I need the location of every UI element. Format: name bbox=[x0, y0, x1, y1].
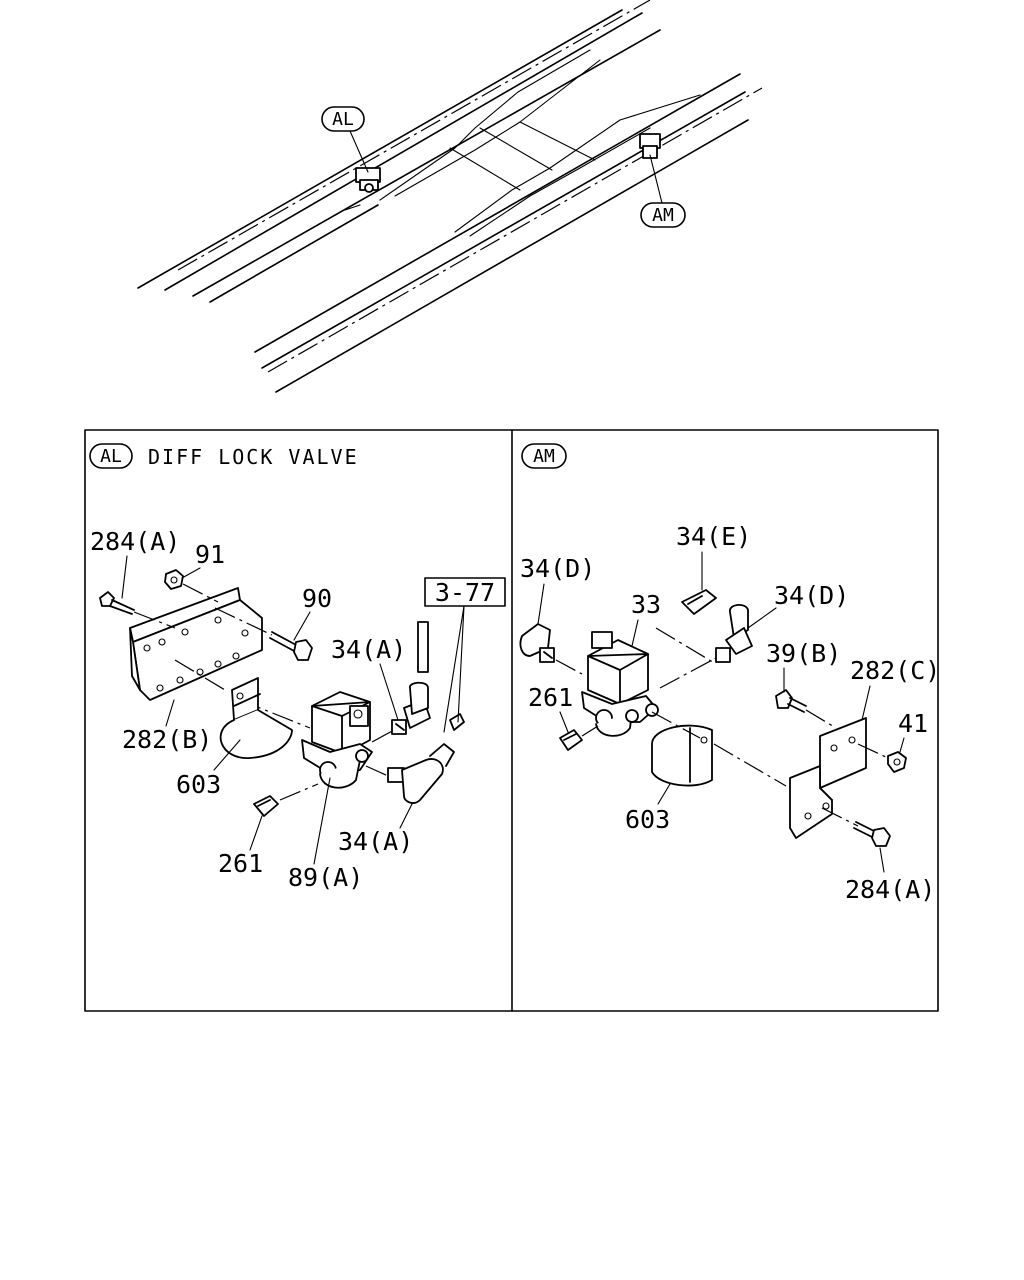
panel-al-badge: AL bbox=[89, 443, 133, 469]
tube-3-77 bbox=[417, 621, 429, 673]
valve-body-al bbox=[301, 691, 373, 789]
label-91: 91 bbox=[195, 540, 225, 569]
plug-261 bbox=[253, 783, 319, 817]
label-90: 90 bbox=[302, 584, 332, 613]
label-603-am: 603 bbox=[625, 805, 670, 834]
label-261: 261 bbox=[218, 849, 263, 878]
nut-41 bbox=[857, 743, 907, 773]
svg-text:AL: AL bbox=[100, 446, 122, 467]
bolt-39b bbox=[775, 689, 837, 729]
panel-al: AL DIFF LOCK VALVE bbox=[89, 443, 506, 892]
label-261-am: 261 bbox=[528, 683, 573, 712]
panel-al-title: DIFF LOCK VALVE bbox=[148, 445, 359, 469]
callout-al[interactable]: AL bbox=[321, 106, 369, 173]
chassis-frame-overview: AL AM bbox=[137, 0, 763, 393]
label-39b: 39(B) bbox=[766, 639, 841, 668]
label-284a-am: 284(A) bbox=[845, 875, 935, 904]
fitting-34d-left bbox=[519, 623, 583, 675]
svg-text:AM: AM bbox=[533, 446, 555, 467]
frame-valve-al bbox=[355, 167, 381, 193]
label-41: 41 bbox=[898, 709, 928, 738]
ref-box-3-77[interactable]: 3-77 bbox=[424, 577, 506, 733]
label-34d-left: 34(D) bbox=[520, 554, 595, 583]
bolt-284a bbox=[99, 591, 176, 629]
bracket-282c bbox=[789, 717, 867, 839]
clamp-603 bbox=[219, 677, 293, 759]
label-34a-lower: 34(A) bbox=[338, 827, 413, 856]
bracket-282b bbox=[129, 587, 263, 701]
fitting-34d-right bbox=[659, 604, 753, 689]
panel-am: AM bbox=[519, 443, 940, 904]
label-33: 33 bbox=[631, 590, 661, 619]
svg-text:AL: AL bbox=[332, 109, 354, 130]
plug-261-am bbox=[559, 725, 599, 751]
label-34a-upper: 34(A) bbox=[331, 635, 406, 664]
bolt-284a-am bbox=[821, 807, 891, 847]
fitting-34a-upper bbox=[371, 681, 431, 743]
label-603: 603 bbox=[176, 770, 221, 799]
label-89a: 89(A) bbox=[288, 863, 363, 892]
fitting-34a-lower bbox=[365, 713, 465, 804]
panel-am-badge: AM bbox=[521, 443, 567, 469]
label-34d-right: 34(D) bbox=[774, 581, 849, 610]
svg-text:AM: AM bbox=[652, 205, 674, 226]
label-34e: 34(E) bbox=[676, 522, 751, 551]
fitting-34e bbox=[655, 589, 717, 665]
nut-91 bbox=[164, 569, 219, 603]
valve-body-33 bbox=[581, 631, 659, 737]
callout-am[interactable]: AM bbox=[640, 154, 686, 228]
frame-valve-am bbox=[639, 133, 661, 159]
label-284a: 284(A) bbox=[90, 527, 180, 556]
label-282c: 282(C) bbox=[850, 656, 940, 685]
svg-text:3-77: 3-77 bbox=[435, 578, 495, 607]
clamp-603-am bbox=[651, 711, 787, 787]
bolt-90 bbox=[214, 607, 313, 661]
label-282b: 282(B) bbox=[122, 725, 212, 754]
